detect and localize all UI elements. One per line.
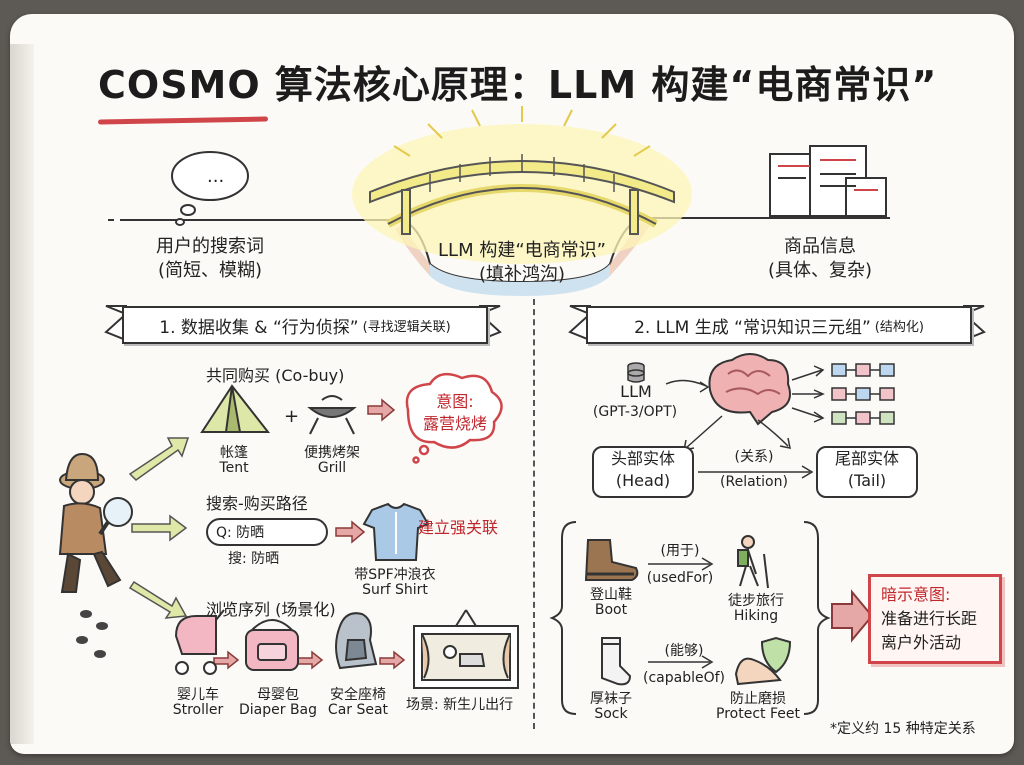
footprints-icon	[76, 610, 108, 658]
sock-label-cn: 厚袜子	[590, 691, 632, 707]
triple-nodes	[831, 363, 895, 425]
intent-label: 意图:	[436, 392, 474, 411]
search-box-text: Q: 防晒	[216, 525, 265, 541]
boot-label-cn: 登山鞋	[590, 587, 632, 603]
footnote: *定义约 15 种特定关系	[830, 721, 976, 737]
relation-en: (Relation)	[720, 474, 788, 490]
stroller-label-en: Stroller	[172, 702, 224, 718]
bag-label-cn: 母婴包	[257, 687, 299, 703]
scene-frame-icon	[413, 609, 519, 689]
product-info-label: 商品信息	[784, 236, 856, 257]
section-1-banner: 1. 数据收集 & “行为侦探”(寻找逻辑关联)	[122, 306, 488, 344]
protect-label-en: Protect Feet	[716, 706, 800, 722]
intent-value: 露营烧烤	[422, 414, 487, 433]
implied-intent-box: 暗示意图: 准备进行长距 离户外活动	[868, 574, 1002, 664]
grill-label-cn: 便携烤架	[304, 445, 360, 461]
search-caption: 搜: 防晒	[228, 551, 280, 567]
bridge-glow	[352, 124, 692, 264]
section-divider	[533, 299, 535, 729]
product-info-sub: (具体、复杂)	[767, 260, 873, 281]
bridge-rays	[393, 106, 651, 157]
llm-label: LLM	[620, 382, 652, 401]
bridge	[369, 160, 675, 235]
scene-label: 场景: 新生儿出行	[406, 697, 514, 713]
tail-entity-box: 尾部实体 (Tail)	[816, 446, 918, 498]
plus-sign: +	[284, 406, 300, 427]
head-entity-en: (Head)	[615, 471, 671, 490]
user-query-sub: (简短、模糊)	[157, 260, 263, 281]
cobuy-title: 共同购买 (Co-buy)	[206, 366, 345, 385]
section-1-title: 1. 数据收集 & “行为侦探”	[159, 317, 359, 338]
thought-cloud-icon	[171, 151, 249, 226]
hiker-icon	[737, 535, 769, 589]
llm-sub: (GPT-3/OPT)	[592, 404, 678, 420]
page-title: COSMO 算法核心原理：LLM 构建“电商常识”	[98, 63, 938, 107]
database-icon	[627, 362, 645, 383]
shirt-label-en: Surf Shirt	[362, 582, 428, 598]
notebook-binder	[10, 44, 34, 744]
shirt-label-cn: 带SPF冲浪衣	[354, 567, 436, 583]
capable-en: (capableOf)	[642, 670, 725, 686]
section-2-sub: (结构化)	[874, 319, 924, 335]
implied-intent-label: 暗示意图:	[881, 585, 951, 604]
tent-label-cn: 帐篷	[220, 445, 248, 461]
notebook-page: COSMO 算法核心原理：LLM 构建“电商常识” ... 用户的搜索词 (简短…	[10, 14, 1014, 754]
protect-label-cn: 防止磨损	[730, 691, 786, 707]
gap-water	[430, 264, 610, 296]
green-arrows	[128, 437, 190, 619]
hiking-label-en: Hiking	[733, 608, 779, 624]
seat-label-en: Car Seat	[327, 702, 389, 718]
detective-icon	[58, 452, 133, 593]
diaper-bag-icon	[245, 619, 299, 671]
stroller-icon	[174, 609, 225, 675]
intent-cloud	[405, 372, 503, 464]
usedfor-cn: (用于)	[660, 543, 700, 559]
search-path-title: 搜索-购买路径	[206, 494, 308, 513]
implied-intent-line2: 离户外活动	[881, 633, 962, 652]
grill-icon	[307, 395, 357, 435]
bridge-rails	[429, 154, 615, 192]
tent-icon	[200, 384, 271, 433]
sock-label-en: Sock	[594, 706, 628, 722]
tent-label-en: Tent	[219, 460, 249, 476]
usedfor-en: (usedFor)	[646, 570, 714, 586]
browse-title: 浏览序列 (场景化)	[206, 600, 336, 619]
seat-label-cn: 安全座椅	[330, 687, 386, 703]
cloud-dots: ...	[207, 166, 225, 187]
user-query-label: 用户的搜索词	[156, 236, 264, 257]
illustration-layer	[58, 106, 986, 715]
capable-cn: (能够)	[664, 643, 704, 659]
implied-intent-line1: 准备进行长距	[881, 609, 978, 628]
product-stack-icon	[769, 145, 887, 217]
sock-icon	[601, 637, 632, 686]
search-box: Q: 防晒	[206, 518, 328, 546]
bag-label-en: Diaper Bag	[238, 702, 318, 718]
stroller-label-cn: 婴儿车	[177, 687, 219, 703]
surf-shirt-icon	[362, 502, 430, 561]
bridge-sub: (填补鸿沟)	[478, 264, 566, 285]
bridge-label: LLM 构建“电商常识”	[438, 240, 606, 261]
section-2-title: 2. LLM 生成 “常识知识三元组”	[634, 317, 871, 338]
boot-icon	[584, 539, 639, 581]
brain-icon	[708, 353, 791, 426]
tail-entity-cn: 尾部实体	[834, 449, 899, 468]
head-entity-box: 头部实体 (Head)	[592, 446, 694, 498]
boot-label-en: Boot	[594, 602, 628, 618]
strong-link-label: 建立强关联	[418, 518, 499, 537]
car-seat-icon	[335, 612, 378, 670]
grill-label-en: Grill	[317, 460, 347, 476]
right-bracket	[803, 521, 831, 715]
red-arrows	[213, 398, 406, 670]
section-1-sub: (寻找逻辑关联)	[362, 319, 451, 335]
tail-entity-en: (Tail)	[847, 471, 887, 490]
relation-cn: (关系)	[734, 449, 774, 465]
hiking-label-cn: 徒步旅行	[728, 593, 784, 609]
shield-foot-icon	[734, 636, 792, 686]
section-2-banner: 2. LLM 生成 “常识知识三元组”(结构化)	[586, 306, 972, 344]
head-entity-cn: 头部实体	[610, 449, 675, 468]
left-bracket	[549, 521, 577, 715]
big-red-arrow	[831, 589, 874, 643]
